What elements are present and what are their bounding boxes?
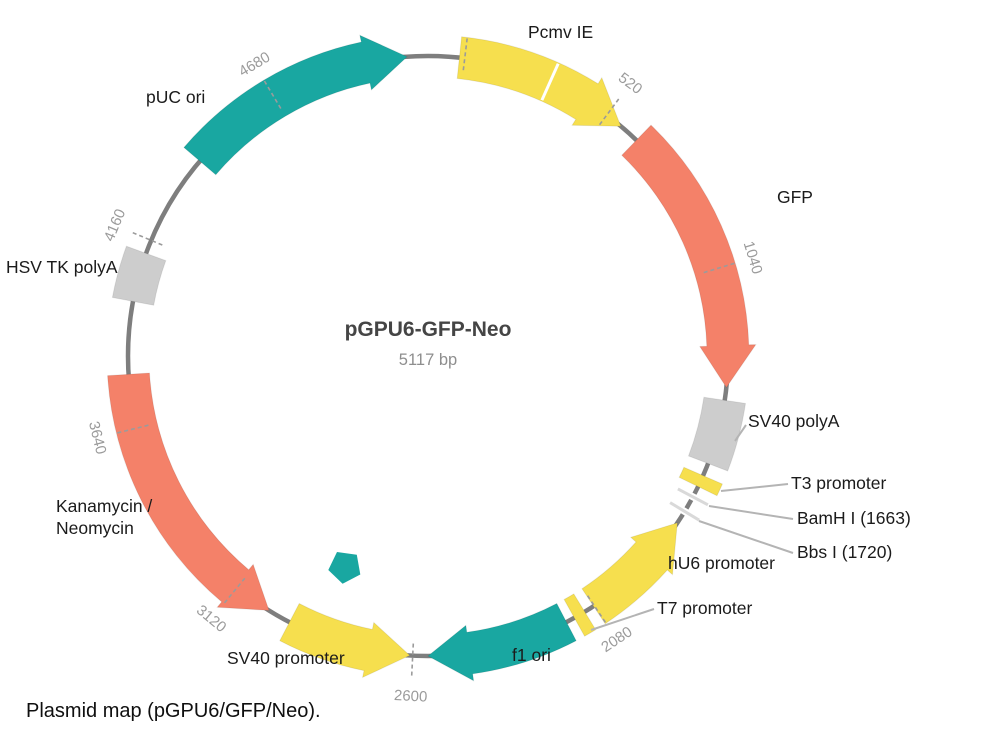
tick-label-2080: 2080 bbox=[598, 623, 635, 656]
plasmid-size: 5117 bp bbox=[398, 351, 458, 369]
tick-mark-3640 bbox=[115, 424, 149, 435]
tick-mark-520 bbox=[598, 96, 621, 126]
tick-label-3640: 3640 bbox=[85, 420, 110, 456]
tick-mark-4160 bbox=[130, 231, 163, 246]
restriction-sites-layer bbox=[668, 485, 710, 524]
leader-line-bamhi bbox=[708, 505, 794, 520]
feature-label-pcmv-ie: Pcmv IE bbox=[528, 22, 594, 42]
tick-mark-1040 bbox=[703, 262, 737, 274]
feature-arc-gfp bbox=[621, 124, 757, 389]
feature-label-t7-promoter: T7 promoter bbox=[657, 598, 753, 618]
insert-marker bbox=[328, 552, 361, 584]
tick-label-4160: 4160 bbox=[101, 207, 130, 244]
feature-arc-sv40-polya bbox=[687, 396, 747, 472]
feature-divider-pcmv-ie bbox=[540, 63, 560, 101]
tick-label-2600: 2600 bbox=[394, 687, 428, 706]
feature-arc-f1-ori bbox=[427, 602, 577, 682]
feature-arc-t3-promoter bbox=[678, 466, 724, 497]
leader-lines bbox=[590, 424, 794, 631]
tick-mark-2600 bbox=[410, 643, 415, 678]
feature-label-sv40-polya: SV40 polyA bbox=[748, 411, 840, 431]
plasmid-name: pGPU6-GFP-Neo bbox=[344, 318, 512, 341]
feature-arc-t7-promoter bbox=[563, 593, 597, 637]
feature-label-f1-ori: f1 ori bbox=[512, 645, 551, 665]
tick-mark-2080 bbox=[586, 595, 608, 625]
figure-caption: Plasmid map (pGPU6/GFP/Neo). bbox=[26, 700, 321, 722]
feature-arc-hsv-tk-polya bbox=[111, 245, 167, 306]
feature-label-kanamycin-neomycin: Kanamycin / Neomycin bbox=[56, 496, 153, 538]
tick-mark-4680 bbox=[262, 78, 282, 109]
feature-label-sv40-promoter: SV40 promoter bbox=[227, 648, 345, 668]
feature-label-hsv-tk-polya: HSV TK polyA bbox=[6, 257, 118, 277]
leader-line-sv40-polya bbox=[734, 424, 747, 442]
tick-mark-3120 bbox=[222, 577, 246, 606]
feature-arc-pcmv-ie bbox=[456, 36, 622, 127]
feature-label-gfp: GFP bbox=[777, 187, 813, 207]
feature-label-hu6-promoter: hU6 promoter bbox=[668, 553, 775, 573]
feature-label-puc-ori: pUC ori bbox=[146, 87, 206, 107]
features-layer bbox=[107, 34, 757, 682]
site-mark-bamhi bbox=[677, 487, 709, 507]
feature-label-t3-promoter: T3 promoter bbox=[791, 473, 887, 493]
feature-arc-hu6-promoter bbox=[581, 522, 678, 625]
leader-line-bbsi bbox=[698, 520, 794, 554]
tick-label-4680: 4680 bbox=[236, 49, 273, 81]
site-label-bamhi: BamH I (1663) bbox=[797, 508, 911, 528]
feature-arc-sv40-promoter bbox=[279, 602, 411, 679]
feature-arc-puc-ori bbox=[183, 34, 408, 176]
leader-line-t7-promoter bbox=[590, 608, 655, 631]
tick-mark-100 bbox=[462, 36, 469, 71]
marker-layer bbox=[328, 552, 361, 584]
site-label-bbsi: Bbs I (1720) bbox=[797, 542, 893, 562]
tick-label-520: 520 bbox=[615, 69, 645, 98]
feature-arc-kanamycin-neomycin bbox=[107, 372, 270, 611]
tick-label-1040: 1040 bbox=[740, 239, 766, 276]
leader-line-t3-promoter bbox=[720, 483, 789, 492]
site-mark-bbsi bbox=[669, 501, 700, 522]
